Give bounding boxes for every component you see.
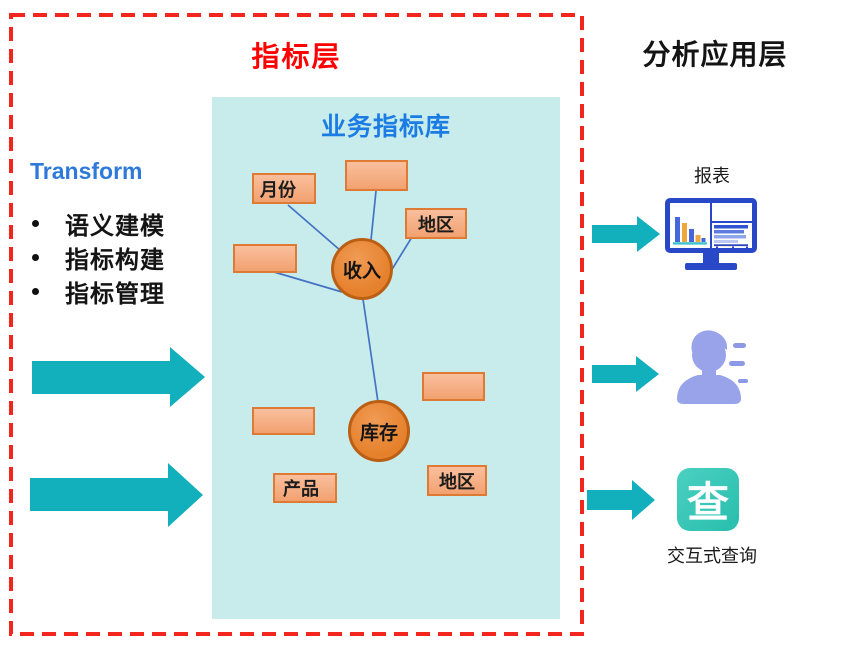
input-arrows: [30, 347, 205, 527]
bullet-label: 指标管理: [65, 280, 165, 308]
report-monitor-icon: [665, 198, 757, 270]
report-label: 报表: [694, 166, 730, 186]
dim-node-region-upper: 地区: [405, 208, 467, 239]
bullet-dot-icon: [32, 219, 39, 227]
bullet-item: 指标构建: [32, 240, 165, 274]
bullet-item: 语义建模: [32, 206, 165, 240]
hub-node-revenue: 收入: [331, 238, 393, 300]
transform-heading: Transform: [30, 158, 143, 184]
input-arrow-bottom-icon: [30, 463, 203, 527]
bullet-dot-icon: [32, 253, 39, 261]
hub-node-inventory: 库存: [348, 400, 410, 462]
bullet-dot-icon: [32, 287, 39, 295]
dim-node-blank-right: [422, 372, 485, 401]
dim-node-blank-lower-left: [252, 407, 315, 435]
query-glyph: 查: [686, 479, 729, 526]
analysis-layer-title: 分析应用层: [642, 39, 788, 70]
dim-node-product: 产品: [273, 473, 337, 503]
dim-node-blank-left: [233, 244, 297, 273]
output-arrow-user-icon: [592, 356, 659, 392]
indicator-layer-title: 指标层: [251, 41, 342, 72]
user-icon: [677, 330, 748, 404]
dim-node-region-lower: 地区: [427, 465, 487, 496]
dim-node-blank-top: [345, 160, 408, 191]
bullet-label: 指标构建: [65, 246, 165, 274]
query-label: 交互式查询: [667, 546, 757, 566]
transform-bullet-list: 语义建模 指标构建 指标管理: [32, 206, 165, 308]
bullet-label: 语义建模: [65, 212, 165, 240]
output-arrows: [587, 216, 660, 520]
panel-title: 业务指标库: [320, 113, 451, 141]
output-arrow-report-icon: [592, 216, 660, 252]
bullet-item: 指标管理: [32, 274, 165, 308]
input-arrow-top-icon: [32, 347, 205, 407]
output-arrow-query-icon: [587, 480, 655, 520]
query-app-icon: 查: [677, 468, 739, 531]
dim-node-month: 月份: [252, 173, 316, 204]
